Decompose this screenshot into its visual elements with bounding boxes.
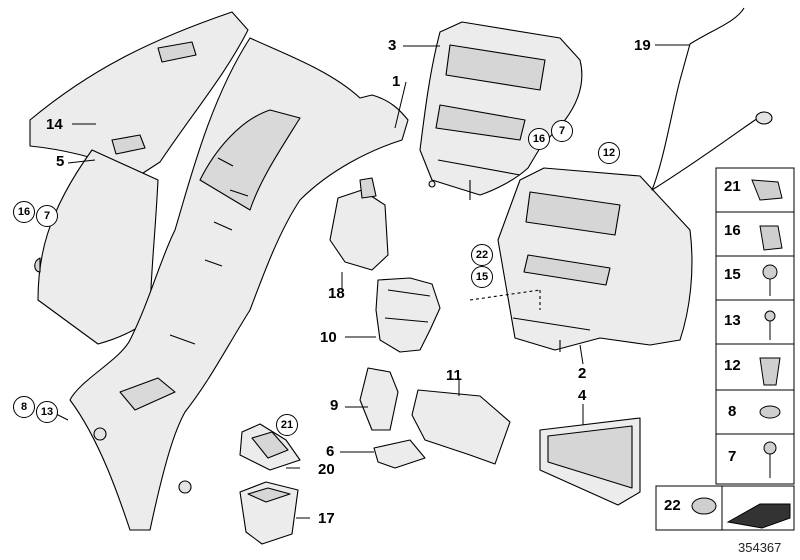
part-6-spring xyxy=(373,439,426,469)
part-19-cable xyxy=(651,7,759,191)
parts-panel xyxy=(655,167,795,531)
part-1-center-console xyxy=(69,37,409,531)
circled-ref-7: 7 xyxy=(551,120,573,142)
callout-2: 2 xyxy=(578,365,587,382)
arrow-icon xyxy=(726,503,791,529)
callout-20: 20 xyxy=(318,461,335,478)
panel-part-number: 13 xyxy=(724,312,741,329)
circled-ref-21: 21 xyxy=(276,414,298,436)
circled-ref-15: 15 xyxy=(471,266,493,288)
circled-ref-12: 12 xyxy=(598,142,620,164)
callout-18: 18 xyxy=(328,285,345,302)
part-5-lid xyxy=(37,149,159,345)
callout-10: 10 xyxy=(320,329,337,346)
panel-part-number: 15 xyxy=(724,266,741,283)
circled-ref-16: 16 xyxy=(13,201,35,223)
callout-4: 4 xyxy=(578,387,587,404)
callout-17: 17 xyxy=(318,510,335,527)
callout-3: 3 xyxy=(388,37,397,54)
panel-part-number: 22 xyxy=(664,497,681,514)
callout-14: 14 xyxy=(46,116,63,133)
callout-11: 11 xyxy=(446,367,462,384)
part-18-actuator xyxy=(329,189,389,271)
callout-9: 9 xyxy=(330,397,339,414)
panel-part-number: 12 xyxy=(724,357,741,374)
callout-19: 19 xyxy=(634,37,651,54)
part-17-cup xyxy=(239,481,299,545)
callout-5: 5 xyxy=(56,153,65,170)
panel-part-number: 21 xyxy=(724,178,741,195)
part-11-guide xyxy=(411,389,511,465)
panel-part-number: 16 xyxy=(724,222,741,239)
panel-part-number: 8 xyxy=(728,403,737,420)
circled-ref-8: 8 xyxy=(13,396,35,418)
circled-ref-13: 13 xyxy=(36,401,58,423)
part-9-clip xyxy=(359,367,399,431)
circled-ref-7: 7 xyxy=(36,205,58,227)
callout-1: 1 xyxy=(392,73,401,90)
image-number: 354367 xyxy=(738,540,782,555)
circled-ref-22: 22 xyxy=(471,244,493,266)
circled-ref-16: 16 xyxy=(528,128,550,150)
part-10-latch xyxy=(375,277,441,353)
panel-part-number: 7 xyxy=(728,448,737,465)
callout-6: 6 xyxy=(326,443,335,460)
